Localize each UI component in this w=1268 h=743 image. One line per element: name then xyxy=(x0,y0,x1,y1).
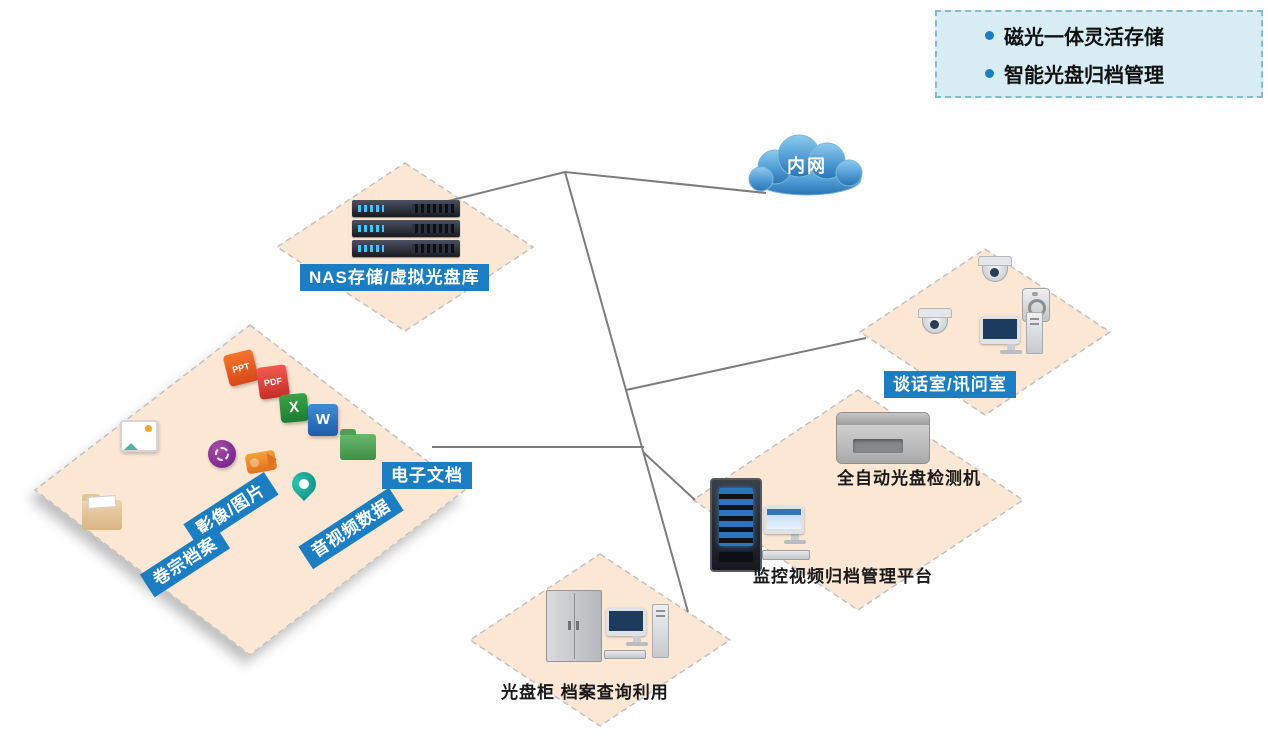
monitor-base xyxy=(784,540,806,544)
dome-camera-icon xyxy=(978,256,1012,282)
folder-icon xyxy=(340,429,376,460)
photo-icon xyxy=(120,420,158,452)
desktop-computer-icon xyxy=(980,312,1043,354)
media-disc-icon xyxy=(208,440,236,468)
monitor-base xyxy=(626,642,648,646)
keyboard-icon xyxy=(762,550,810,560)
keyboard-icon xyxy=(604,650,646,659)
monitor-base xyxy=(1000,350,1022,354)
monitor-stand xyxy=(1007,344,1015,350)
disc-cabinet-icon xyxy=(546,590,602,662)
cabinet-label: 光盘柜 档案查询利用 xyxy=(501,683,669,702)
word-file-icon: W xyxy=(308,404,338,436)
legend-item-label: 智能光盘归档管理 xyxy=(1004,64,1164,87)
excel-file-icon: X xyxy=(278,392,310,424)
intranet-cloud-icon xyxy=(748,134,863,196)
camera-mount xyxy=(978,256,1012,266)
detector-label: 全自动光盘检测机 xyxy=(837,469,981,488)
monitor-stand xyxy=(633,636,641,642)
connection-platform-branch xyxy=(642,451,696,501)
legend-box: 磁光一体灵活存储 智能光盘归档管理 xyxy=(935,10,1263,98)
monitor-icon xyxy=(980,316,1020,344)
connection-interview-branch xyxy=(625,337,867,391)
server-unit-icon xyxy=(352,220,460,237)
edoc-label: 电子文档 xyxy=(382,462,472,489)
legend-item-label: 磁光一体灵活存储 xyxy=(1004,26,1164,49)
platform-label: 监控视频归档管理平台 xyxy=(753,567,933,586)
monitor-icon xyxy=(764,506,804,534)
interview-label: 谈话室/讯问室 xyxy=(884,371,1016,398)
bullet-icon xyxy=(985,30,994,40)
nas-server-stack-icon xyxy=(352,200,460,260)
intranet-cloud-label: 内网 xyxy=(787,156,827,176)
camera-lens xyxy=(930,320,939,329)
disc-detector-icon xyxy=(836,412,930,464)
camera-dome xyxy=(982,266,1008,282)
camera-dome xyxy=(922,318,948,334)
monitor-stand xyxy=(791,534,799,540)
camera-lens xyxy=(990,268,999,277)
dossier-folder-icon xyxy=(82,494,122,530)
server-unit-icon xyxy=(352,200,460,217)
monitor-icon xyxy=(606,608,646,636)
dome-camera-icon xyxy=(918,308,952,334)
disc-tower-server-icon xyxy=(710,478,762,572)
connection-nas-cloud xyxy=(419,170,767,209)
server-unit-icon xyxy=(352,240,460,257)
pc-tower-icon xyxy=(1026,312,1043,354)
workstation-icon xyxy=(764,506,826,544)
pc-tower-icon xyxy=(652,604,669,658)
nas-label: NAS存储/虚拟光盘库 xyxy=(300,264,489,291)
connection-trunk xyxy=(564,171,689,613)
legend-item: 磁光一体灵活存储 xyxy=(985,21,1261,50)
bullet-icon xyxy=(985,68,994,78)
query-computer-icon xyxy=(606,604,669,658)
camera-mount xyxy=(918,308,952,318)
legend-item: 智能光盘归档管理 xyxy=(985,59,1261,88)
